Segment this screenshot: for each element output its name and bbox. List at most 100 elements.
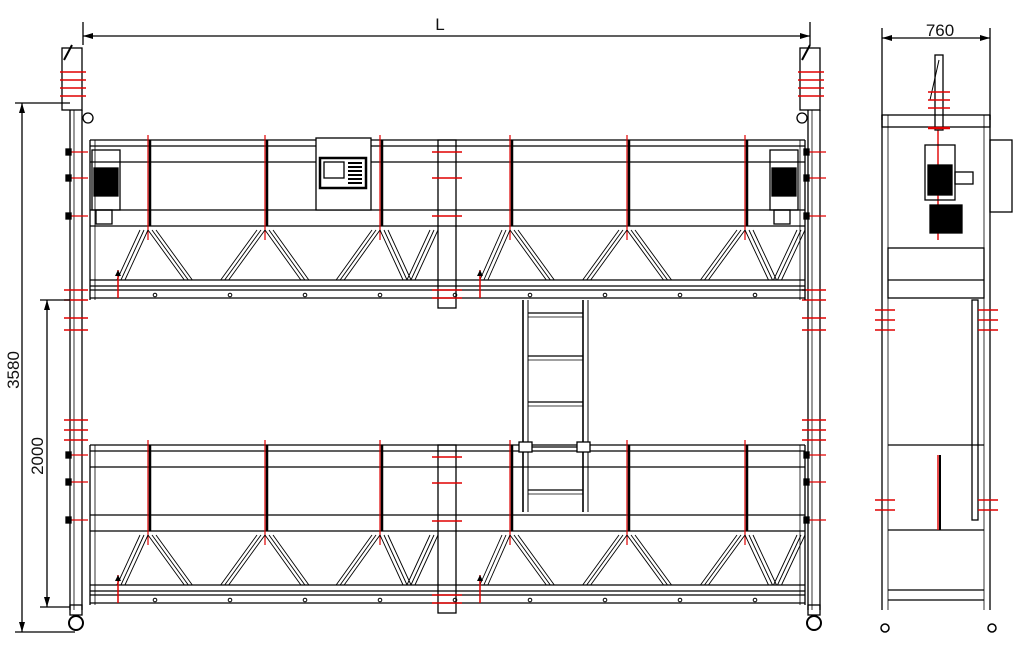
truss-diagonal <box>116 229 141 281</box>
ladder <box>518 300 591 512</box>
truss-diagonal <box>151 534 189 586</box>
dimensions: L 760 3580 2000 <box>4 15 991 633</box>
truss-diagonal <box>517 534 555 586</box>
truss-diagonal <box>479 534 503 586</box>
truss-diagonal <box>379 229 404 281</box>
truss-diagonal <box>414 534 439 586</box>
caster-fork <box>69 604 83 616</box>
arrow <box>477 575 483 581</box>
truss-diagonal <box>120 534 145 586</box>
truss-diagonal <box>744 534 769 586</box>
bolt <box>65 174 72 182</box>
truss-diagonal <box>744 229 769 281</box>
floor-bolt <box>452 292 458 298</box>
ladder-clamp <box>518 441 533 453</box>
motor-body <box>771 167 797 197</box>
bolt <box>803 212 810 220</box>
truss-diagonal <box>704 534 742 586</box>
truss-diagonal <box>773 534 798 586</box>
upright-left <box>60 44 94 631</box>
hanger-hook <box>63 44 73 61</box>
truss-diagonal <box>704 229 742 281</box>
truss-diagonal <box>124 534 149 586</box>
truss-diagonal <box>513 534 551 586</box>
truss-diagonal <box>586 534 624 586</box>
truss-diagonal <box>224 229 262 281</box>
truss-diagonal <box>387 229 412 281</box>
control-panel <box>318 156 368 190</box>
floor-bolt <box>677 597 683 603</box>
truss-diagonal <box>410 534 435 586</box>
truss-diagonal <box>626 534 664 586</box>
truss-diagonal <box>414 229 439 281</box>
truss-diagonal <box>147 534 185 586</box>
truss-diagonal <box>151 229 189 281</box>
side-control-box <box>989 139 1013 213</box>
side-view <box>875 54 1013 633</box>
truss-diagonal <box>509 534 547 586</box>
dimension-length-label: L <box>435 15 444 34</box>
truss-diagonal <box>590 229 628 281</box>
bolt <box>65 212 72 220</box>
upright-right <box>796 44 826 631</box>
front-view <box>60 44 826 631</box>
bolt <box>65 148 72 156</box>
arrow <box>477 270 483 276</box>
truss-diagonal <box>590 534 628 586</box>
dimension-width-label: 760 <box>926 21 954 40</box>
truss-diagonal <box>124 229 149 281</box>
floor-bolt <box>377 597 383 603</box>
truss-diagonal <box>147 229 185 281</box>
truss-diagonal <box>708 534 746 586</box>
ladder-clamp <box>576 441 591 453</box>
truss-diagonal <box>335 229 373 281</box>
floor-bolt <box>227 597 233 603</box>
floor-bolt <box>227 292 233 298</box>
truss-diagonal <box>268 534 306 586</box>
bolt <box>803 516 810 524</box>
truss-diagonal <box>116 534 141 586</box>
control-box <box>315 137 372 211</box>
truss-diagonal <box>335 534 373 586</box>
side-ladder-profile <box>971 299 979 521</box>
bolt <box>803 451 810 459</box>
bolt <box>803 478 810 486</box>
truss-diagonal <box>483 229 507 281</box>
truss-diagonal <box>220 534 258 586</box>
motor-body <box>93 167 119 197</box>
truss-diagonal <box>777 534 802 586</box>
hanger-pin <box>82 112 94 124</box>
truss-diagonal <box>748 229 773 281</box>
truss-diagonal <box>155 229 193 281</box>
truss-diagonal <box>228 534 266 586</box>
truss-diagonal <box>483 534 507 586</box>
truss-diagonal <box>630 229 668 281</box>
truss-diagonal <box>224 534 262 586</box>
truss-diagonal <box>479 229 503 281</box>
truss-diagonal <box>410 229 435 281</box>
floor-bolt <box>302 597 308 603</box>
truss-diagonal <box>383 229 408 281</box>
truss-diagonal <box>634 534 672 586</box>
truss-diagonal <box>264 229 302 281</box>
hoist-motor-left <box>91 149 121 225</box>
truss-diagonal <box>777 229 802 281</box>
hanger-bracket <box>799 47 821 111</box>
hanger-pin <box>796 112 808 124</box>
floor-bolt <box>452 597 458 603</box>
floor-bolt <box>527 292 533 298</box>
bolt <box>65 451 72 459</box>
arrow <box>115 270 121 276</box>
truss-diagonal <box>509 229 547 281</box>
center-joint <box>437 139 457 309</box>
truss-diagonal <box>586 229 624 281</box>
truss-diagonal <box>487 229 511 281</box>
floor-bolt <box>752 597 758 603</box>
side-top-frame <box>881 114 991 128</box>
truss-diagonal <box>155 534 193 586</box>
truss-diagonal <box>272 534 310 586</box>
floor-bolt <box>602 292 608 298</box>
truss-diagonal <box>487 534 511 586</box>
display <box>323 161 345 179</box>
side-hoist <box>924 54 974 234</box>
